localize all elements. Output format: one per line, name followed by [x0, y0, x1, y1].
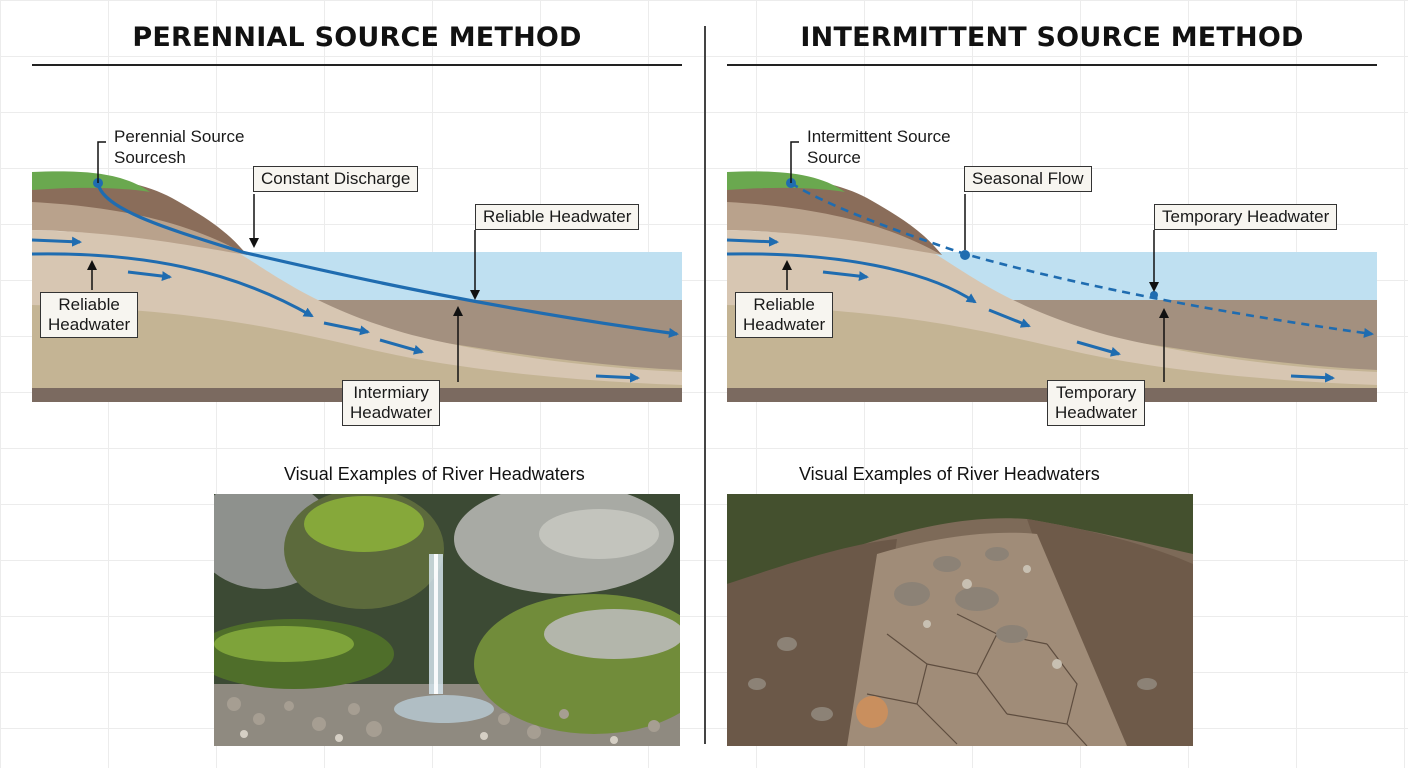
grass-cap [32, 171, 150, 192]
seasonal-flow-point [960, 250, 970, 260]
source-callout-line [790, 141, 799, 183]
groundwater-arrow-4 [1076, 340, 1121, 357]
groundwater-arrow-2 [127, 270, 172, 282]
flow-label: Seasonal Flow [964, 166, 1092, 192]
left-headwater-line2: Headwater [743, 315, 826, 334]
dry-cracked-streambed-photo [727, 494, 1193, 746]
left-headwater-line2: Headwater [48, 315, 131, 334]
source-label-line2: Source [807, 148, 861, 167]
groundwater-flow-line [726, 252, 977, 304]
left-headwater-label: Reliable Headwater [735, 292, 834, 338]
grass-cap [727, 171, 845, 192]
perennial-cross-section-diagram: Perennial Source Sourcesh Constant Disch… [31, 120, 682, 426]
groundwater-flow-line [31, 252, 314, 318]
dark-soil-layer [727, 175, 942, 255]
groundwater-arrow-4 [379, 338, 424, 355]
bottom-headwater-line2: Headwater [1055, 403, 1138, 422]
intermittent-panel: INTERMITTENT SOURCE METHOD [726, 0, 1377, 768]
title-rule [727, 64, 1377, 66]
cross-section-svg [726, 141, 1377, 402]
bottom-headwater-line1: Temporary [1055, 383, 1137, 402]
perennial-panel: PERENNIAL SOURCE METHOD [31, 0, 682, 768]
panel-title: INTERMITTENT SOURCE METHOD [800, 22, 1304, 53]
examples-caption: Visual Examples of River Headwaters [799, 464, 1100, 484]
main-stream-line [96, 182, 679, 338]
seasonal-stream-line [790, 181, 1374, 338]
source-callout-line [97, 141, 106, 183]
temporary-headwater-point [1150, 291, 1158, 299]
groundwater-arrow-5 [1290, 372, 1335, 383]
groundwater-arrow-3 [988, 308, 1031, 328]
source-label: Perennial Source Sourcesh [114, 126, 244, 168]
title-rule [32, 64, 682, 66]
left-headwater-line1: Reliable [753, 295, 815, 314]
right-headwater-label: Reliable Headwater [475, 204, 640, 230]
right-headwater-label: Temporary Headwater [1154, 204, 1338, 230]
groundwater-arrow-3 [323, 321, 370, 336]
source-label-line1: Intermittent Source [807, 127, 951, 146]
mossy-waterfall-photo [214, 494, 680, 746]
cross-section-svg [31, 141, 682, 402]
source-label-line2: Sourcesh [114, 148, 186, 167]
bottom-headwater-label: Temporary Headwater [1047, 380, 1146, 426]
intermittent-cross-section-diagram: Intermittent Source Source Seasonal Flow… [726, 120, 1377, 426]
dark-soil-layer [32, 175, 247, 255]
panel-divider [704, 26, 706, 744]
flow-label: Constant Discharge [253, 166, 419, 192]
left-headwater-line1: Reliable [58, 295, 120, 314]
bottom-headwater-line2: Headwater [350, 403, 433, 422]
groundwater-arrow-1 [726, 236, 779, 247]
bottom-headwater-line1: Intermiary [353, 383, 429, 402]
source-label: Intermittent Source Source [807, 126, 951, 168]
source-label-line1: Perennial Source [114, 127, 245, 146]
panel-title: PERENNIAL SOURCE METHOD [132, 22, 582, 53]
left-headwater-label: Reliable Headwater [40, 292, 139, 338]
groundwater-arrow-5 [595, 372, 640, 383]
bottom-headwater-label: Intermiary Headwater [342, 380, 441, 426]
examples-caption: Visual Examples of River Headwaters [284, 464, 585, 484]
groundwater-arrow-1 [31, 236, 82, 247]
groundwater-arrow-2 [822, 270, 869, 282]
